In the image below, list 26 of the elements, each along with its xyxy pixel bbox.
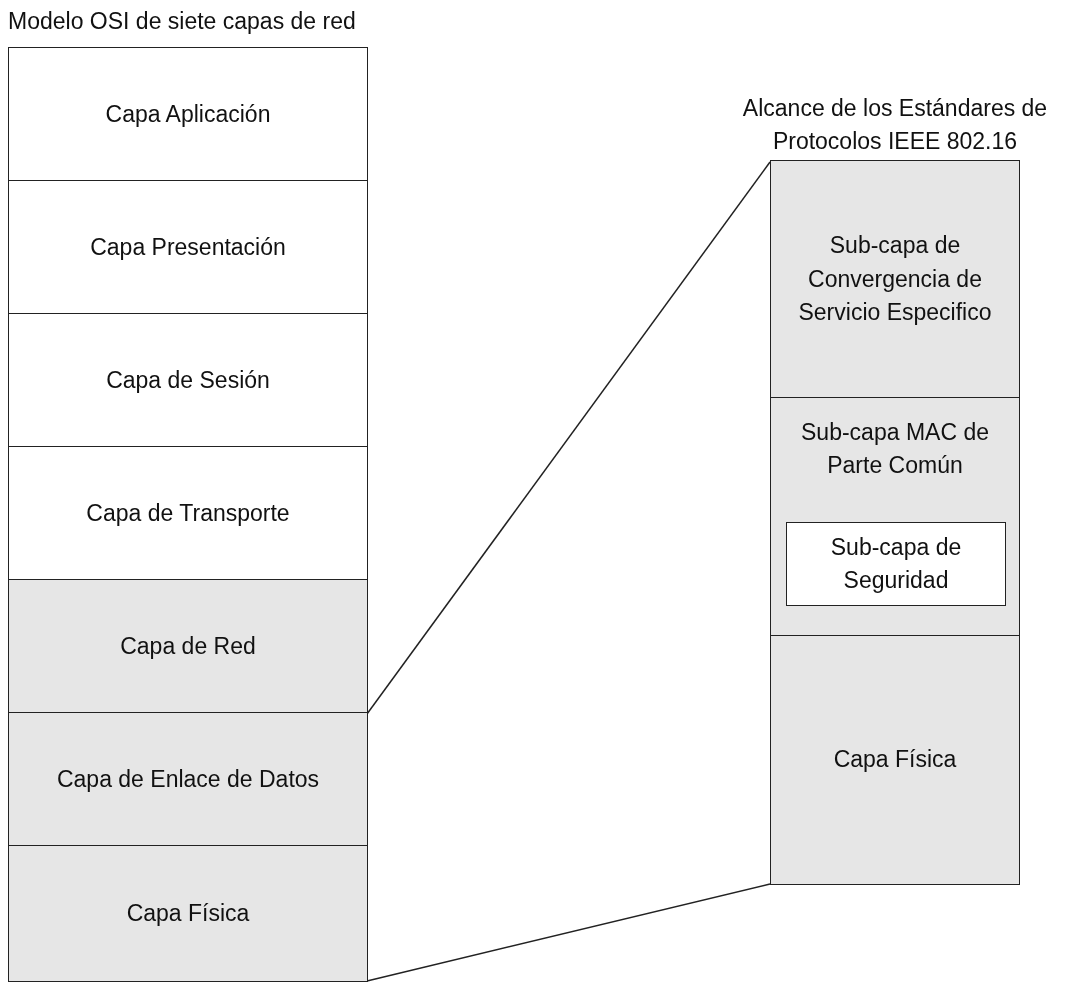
layer-name: Capa Física: [126, 898, 250, 928]
layer-box: [8, 845, 368, 982]
layer-name: Capa de Enlace de Datos: [56, 764, 320, 794]
layer-name: Sub-capa de Seguridad: [829, 532, 963, 595]
zoom-line: [366, 883, 771, 982]
layer-name: Capa de Sesión: [106, 365, 270, 395]
stack-title: Alcance de los Estándares de Protocolos IEEE 802.16: [741, 94, 1049, 157]
layer-name: Sub-capa MAC de Parte Común: [800, 418, 990, 481]
layer-box: [8, 180, 368, 315]
layer-name: Capa Aplicación: [105, 99, 271, 129]
zoom-line: [366, 161, 771, 715]
layer-box: [770, 397, 1020, 637]
layer-name: Capa Presentación: [90, 232, 286, 262]
layer-box: [8, 579, 368, 714]
layer-name: Sub-capa de Convergencia de Servicio Especifico: [797, 231, 993, 328]
layer-box: [8, 47, 368, 182]
layer-name: Capa de Transporte: [86, 498, 290, 528]
stack-title: Modelo OSI de siete capas de red: [8, 7, 356, 36]
layer-box: [770, 635, 1020, 885]
layer-box: [8, 446, 368, 581]
layer-box: [770, 160, 1020, 399]
layer-name: Capa de Red: [120, 631, 256, 661]
layer-box: [8, 313, 368, 448]
layer-name: Capa Física: [833, 745, 957, 775]
layer-box: [786, 522, 1006, 606]
layer-box: [8, 712, 368, 847]
